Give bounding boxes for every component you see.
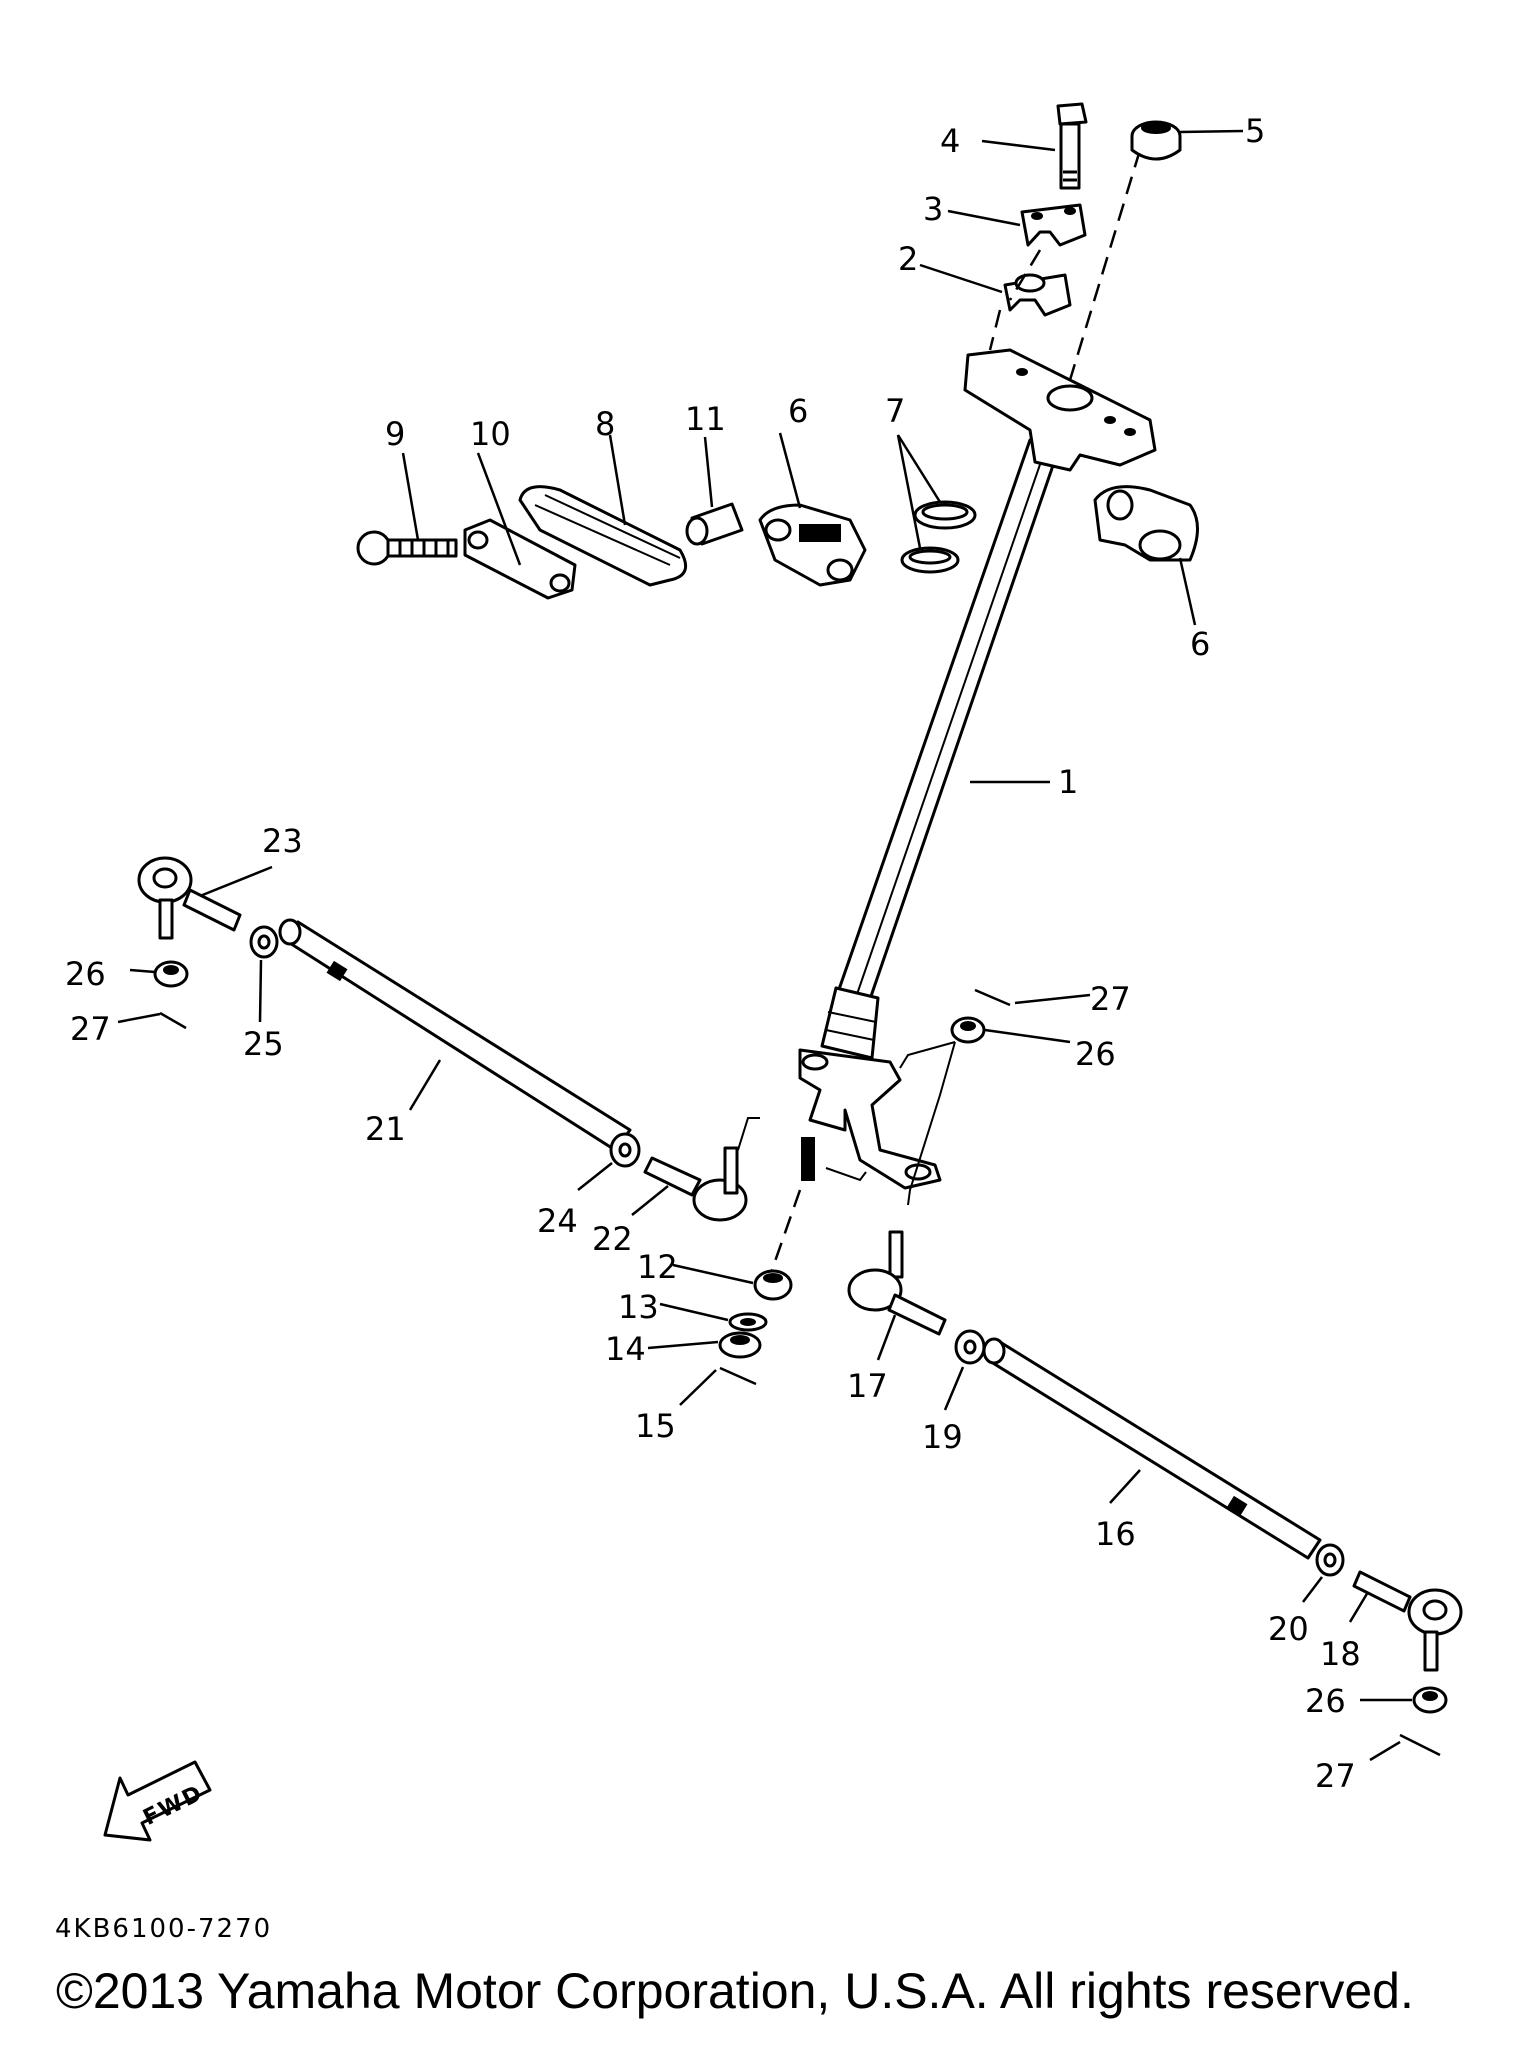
callout-6-left: 6 (788, 392, 808, 430)
steering-shaft (737, 149, 1142, 1271)
shaft-cap (1130, 120, 1182, 161)
cotter-pin-15 (719, 1366, 757, 1386)
callout-18: 18 (1320, 1635, 1361, 1673)
nut-26-right-lower (1412, 1686, 1448, 1714)
callout-27-right-lower: 27 (1315, 1757, 1356, 1795)
callout-10: 10 (470, 415, 511, 453)
callout-6-right: 6 (1190, 625, 1210, 663)
diagram-code: 4KB6100-7270 (55, 1914, 272, 1944)
callout-2: 2 (898, 240, 918, 278)
nut-19 (954, 1329, 986, 1365)
tie-rod-end-23 (137, 856, 242, 940)
callout-1: 1 (1058, 763, 1078, 801)
cotter-pin-27-right-upper (974, 988, 1011, 1007)
callout-16: 16 (1095, 1515, 1136, 1553)
spacer-collar (685, 502, 744, 546)
callout-22: 22 (592, 1220, 633, 1258)
tie-rod-end-17 (847, 1230, 947, 1336)
copyright-notice: ©2013 Yamaha Motor Corporation, U.S.A. A… (56, 1963, 1414, 2019)
callout-20: 20 (1268, 1610, 1309, 1648)
callout-8: 8 (595, 405, 615, 443)
callout-15: 15 (635, 1407, 676, 1445)
callout-23: 23 (262, 822, 303, 860)
bushing-right (1093, 485, 1199, 562)
collar-rings (900, 500, 977, 574)
clip-bolt (356, 530, 458, 566)
holder-lower (1003, 273, 1072, 317)
nut-14 (718, 1331, 762, 1359)
callout-26-right-lower: 26 (1305, 1682, 1346, 1720)
leader-lines (117, 129, 1412, 1762)
callout-7: 7 (885, 392, 905, 430)
callout-25: 25 (243, 1025, 284, 1063)
washer-13 (728, 1312, 768, 1332)
nut-25 (249, 925, 279, 959)
washer-12 (753, 1269, 793, 1301)
callout-13: 13 (618, 1288, 659, 1326)
callout-21: 21 (365, 1110, 406, 1148)
nut-20 (1315, 1543, 1345, 1577)
tie-rod-end-18 (1352, 1570, 1463, 1672)
callout-11: 11 (685, 400, 726, 438)
nut-24 (609, 1132, 641, 1168)
callout-9: 9 (385, 415, 405, 453)
upper-bracket (963, 309, 1157, 472)
lock-plate (463, 518, 577, 600)
callout-24: 24 (537, 1202, 578, 1240)
nut-26-right-upper (950, 1016, 986, 1044)
fwd-arrow-icon: FWD (103, 1760, 212, 1842)
callout-19: 19 (922, 1418, 963, 1456)
clip-plate (518, 485, 688, 587)
callout-14: 14 (605, 1330, 646, 1368)
tie-rod-right (982, 1337, 1322, 1560)
tie-rod-left (278, 918, 632, 1152)
callout-27-right-upper: 27 (1090, 980, 1131, 1018)
callout-26-left: 26 (65, 955, 106, 993)
bushing-left (758, 503, 867, 587)
callout-26-right-upper: 26 (1075, 1035, 1116, 1073)
cotter-pin-27-right-lower (1399, 1733, 1441, 1757)
holder-upper (1020, 203, 1087, 247)
cotter-pin-27-left (159, 1011, 187, 1030)
callout-5: 5 (1245, 112, 1265, 150)
callout-17: 17 (847, 1367, 888, 1405)
holder-bolt (1008, 102, 1088, 301)
callout-27-left: 27 (70, 1010, 111, 1048)
callout-3: 3 (923, 190, 943, 228)
callout-12: 12 (637, 1248, 678, 1286)
nut-26-left (153, 960, 189, 988)
tie-rod-end-22 (643, 1146, 748, 1222)
callout-4: 4 (940, 122, 960, 160)
